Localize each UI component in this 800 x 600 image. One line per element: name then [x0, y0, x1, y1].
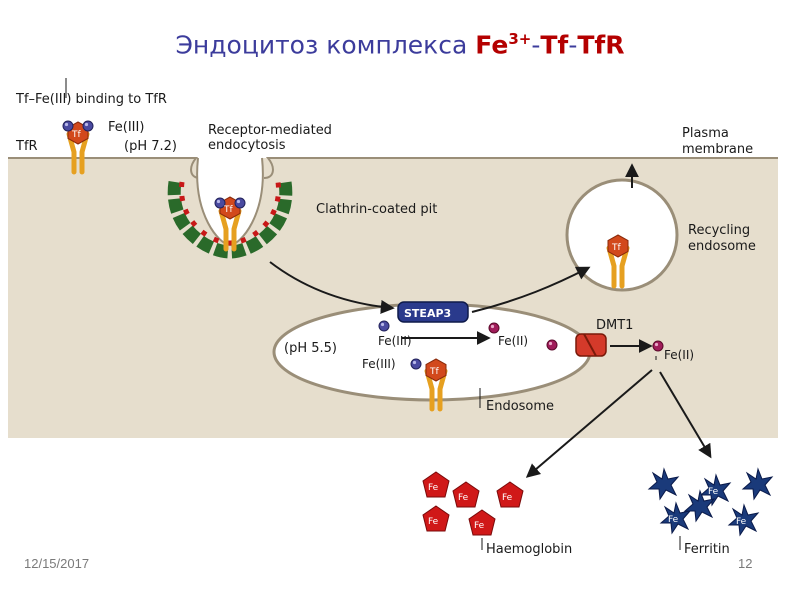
haemoglobin-arrow [525, 369, 653, 478]
fe-badge-ferritin-2: Fe [668, 515, 679, 525]
ferritin-arrow [659, 371, 712, 459]
recycling-endosome [565, 178, 679, 292]
fe-badge-hb-2: Fe [458, 493, 469, 503]
surface-tf-tfr-complex [62, 78, 94, 172]
steap3-enzyme [397, 301, 469, 323]
title-dash-2: - [568, 30, 578, 60]
title-fe: Fe [475, 30, 509, 60]
rme-label-line-1: Receptor-mediated [208, 123, 332, 138]
haemoglobin-label: Haemoglobin [486, 542, 572, 557]
ferritin-label: Ferritin [684, 542, 730, 557]
recycling-endosome-label-line-2: endosome [688, 239, 756, 254]
recycling-endosome-label-line-1: Recycling [688, 223, 750, 238]
tfr-label: TfR [15, 139, 38, 154]
title-dash-1: - [531, 30, 541, 60]
tf-badge-recycling: Tf [611, 243, 621, 253]
tf-badge-surface: Tf [71, 130, 81, 140]
dmt1-label: DMT1 [596, 318, 633, 333]
dmt1-transporter [575, 333, 607, 357]
fe3-ion [378, 320, 390, 332]
fe2-endosome-label: Fe(II) [498, 334, 528, 348]
fe-badge-hb-5: Fe [474, 521, 485, 531]
ph-7-2-label: (pH 7.2) [124, 139, 177, 154]
binding-label: Tf–Fe(III) binding to TfR [15, 92, 167, 107]
fe3-surface-label: Fe(III) [108, 120, 144, 135]
fe3-endosome-label-2: Fe(III) [362, 357, 396, 371]
title-charge: 3+ [508, 30, 532, 48]
steap3-label: STEAP3 [404, 307, 451, 320]
slide-title: Эндоцитоз комплекса Fe3+-Tf-TfR [0, 30, 800, 59]
endosome-label: Endosome [486, 399, 554, 414]
fe-badge-hb-4: Fe [428, 517, 439, 527]
clathrin-coated-pit [167, 157, 293, 259]
footer-date: 12/15/2017 [24, 556, 90, 571]
title-prefix: Эндоцитоз комплекса [175, 30, 476, 60]
fe2-cytosol-label: Fe(II) [664, 348, 694, 362]
fe-badge-ferritin-1: Fe [708, 487, 719, 497]
fe-badge-hb-3: Fe [502, 493, 513, 503]
title-tfr: TfR [577, 30, 625, 60]
plasma-membrane-label-line-1: Plasma [682, 126, 729, 141]
fe2-ion-dmt1 [546, 339, 558, 351]
fe2-ion [488, 322, 500, 334]
fe-badge-hb-1: Fe [428, 483, 439, 493]
tf-badge-endosome: Tf [429, 367, 439, 377]
rme-label-line-2: endocytosis [208, 138, 286, 153]
fe2-ion-cytosol [652, 340, 664, 352]
tf-badge-pit: Tf [223, 205, 233, 215]
fe-badge-ferritin-3: Fe [736, 517, 747, 527]
recycling-arrow [471, 266, 591, 313]
fe3-endosome-label: Fe(III) [378, 334, 412, 348]
clathrin-pit-label: Clathrin-coated pit [316, 202, 437, 217]
ferritin-cluster [648, 468, 773, 536]
ph-5-5-label: (pH 5.5) [284, 341, 337, 356]
title-tf: Tf [540, 30, 569, 60]
plasma-membrane-label-line-2: membrane [682, 142, 753, 157]
footer-page-number: 12 [738, 556, 753, 571]
endocytosis-arrow [269, 261, 395, 314]
